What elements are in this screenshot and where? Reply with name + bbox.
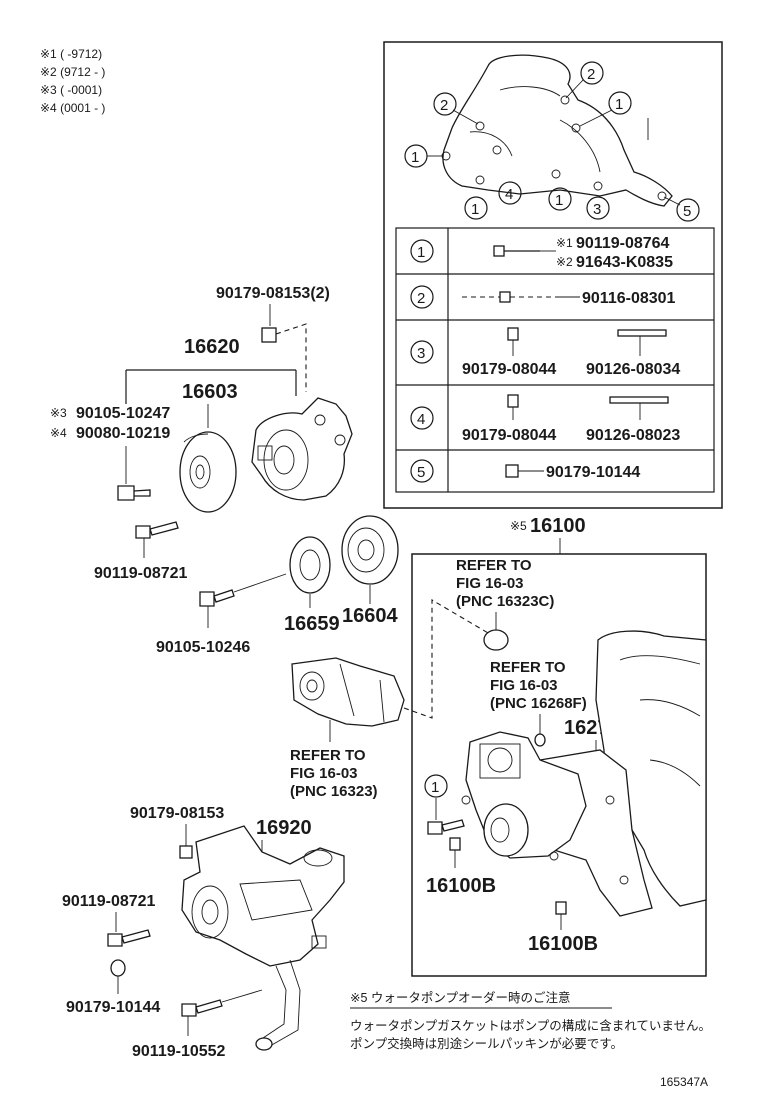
pulley-drawing bbox=[179, 431, 237, 513]
svg-text:※2: ※2 bbox=[556, 255, 573, 269]
date-notes: ※1 ( -9712) ※2 (9712 - ) ※3 ( -0001) ※4 … bbox=[40, 47, 105, 115]
svg-text:4: 4 bbox=[417, 411, 425, 428]
table-row: 3 90179-08044 90126-08034 bbox=[410, 327, 680, 378]
svg-text:90119-08764: 90119-08764 bbox=[576, 235, 670, 252]
svg-text:※2 (9712 - ): ※2 (9712 - ) bbox=[40, 65, 105, 79]
bolt-icon bbox=[427, 819, 465, 835]
svg-text:REFER TO: REFER TO bbox=[490, 659, 566, 676]
stud-icon bbox=[449, 837, 461, 851]
svg-text:90126-08034: 90126-08034 bbox=[586, 361, 680, 378]
svg-text:(PNC 16323): (PNC 16323) bbox=[290, 783, 378, 800]
svg-text:REFER TO: REFER TO bbox=[456, 557, 532, 574]
svg-text:2: 2 bbox=[587, 66, 595, 83]
svg-text:(PNC 16268F): (PNC 16268F) bbox=[490, 695, 587, 712]
svg-text:1: 1 bbox=[431, 779, 439, 796]
order-caution-note: ※5 ウォータポンプオーダー時のご注意 ウォータポンプガスケットはポンプの構成に… bbox=[350, 990, 711, 1051]
nut-icon bbox=[110, 959, 126, 977]
svg-text:※3: ※3 bbox=[50, 406, 67, 420]
svg-text:16603: 16603 bbox=[182, 381, 238, 403]
svg-text:(PNC 16323C): (PNC 16323C) bbox=[456, 593, 554, 610]
inset-box: 2 2 1 1 4 1 3 5 1 1 bbox=[383, 41, 723, 509]
svg-text:90179-08044: 90179-08044 bbox=[462, 361, 556, 378]
svg-text:※5: ※5 bbox=[510, 519, 527, 533]
svg-text:16100: 16100 bbox=[530, 515, 586, 537]
svg-text:90179-10144: 90179-10144 bbox=[546, 464, 640, 481]
svg-text:FIG 16-03: FIG 16-03 bbox=[290, 765, 358, 782]
svg-text:16620: 16620 bbox=[184, 336, 240, 358]
svg-text:90126-08023: 90126-08023 bbox=[586, 427, 680, 444]
svg-text:1: 1 bbox=[615, 96, 623, 113]
svg-text:90080-10219: 90080-10219 bbox=[76, 425, 170, 442]
bolt-icon bbox=[135, 521, 179, 539]
bypass-housing-drawing bbox=[181, 825, 345, 967]
svg-text:1: 1 bbox=[555, 192, 563, 209]
svg-text:3: 3 bbox=[593, 201, 601, 218]
nut-icon bbox=[179, 845, 193, 859]
svg-text:FIG 16-03: FIG 16-03 bbox=[490, 677, 558, 694]
svg-text:90179-08153: 90179-08153 bbox=[130, 805, 224, 822]
svg-text:REFER TO: REFER TO bbox=[290, 747, 366, 764]
bypass-pipe-assembly: 90179-08153 16920 90119-08721 90179-1014… bbox=[62, 805, 345, 1060]
table-row: 4 90179-08044 90126-08023 bbox=[410, 394, 680, 444]
svg-text:1: 1 bbox=[471, 201, 479, 218]
svg-text:90119-08721: 90119-08721 bbox=[94, 565, 188, 582]
svg-text:※4: ※4 bbox=[50, 426, 67, 440]
svg-text:5: 5 bbox=[683, 203, 691, 220]
seal-pulley-parts: 16659 16604 90105-10246 bbox=[156, 515, 399, 656]
svg-text:16100B: 16100B bbox=[528, 933, 598, 955]
pump-housing-part: REFER TO FIG 16-03 (PNC 16323) bbox=[290, 599, 501, 800]
table-row: 5 90179-10144 bbox=[410, 459, 640, 483]
svg-text:90179-08044: 90179-08044 bbox=[462, 427, 556, 444]
pulley-bracket-assembly: 90179-08153(2) 16620 16603 ※3 90105-1024… bbox=[50, 285, 353, 582]
bolt-icon bbox=[107, 929, 151, 947]
svg-text:※4 (0001 - ): ※4 (0001 - ) bbox=[40, 101, 105, 115]
svg-text:2: 2 bbox=[417, 290, 425, 307]
svg-text:90179-10144: 90179-10144 bbox=[66, 999, 160, 1016]
timing-cover-drawing bbox=[441, 54, 673, 207]
svg-text:16604: 16604 bbox=[342, 605, 398, 627]
water-pump-box: ※5 16100 REFER TO FIG 16-03 (PNC 16323C)… bbox=[411, 515, 707, 977]
svg-text:※5 ウォータポンプオーダー時のご注意: ※5 ウォータポンプオーダー時のご注意 bbox=[350, 990, 571, 1005]
svg-text:16100B: 16100B bbox=[426, 875, 496, 897]
svg-text:ウォータポンプガスケットはポンプの構成に含まれていません。: ウォータポンプガスケットはポンプの構成に含まれていません。 bbox=[350, 1018, 711, 1033]
svg-text:※1 ( -9712): ※1 ( -9712) bbox=[40, 47, 102, 61]
svg-text:90116-08301: 90116-08301 bbox=[582, 290, 676, 307]
svg-text:90105-10246: 90105-10246 bbox=[156, 639, 250, 656]
svg-text:FIG 16-03: FIG 16-03 bbox=[456, 575, 524, 592]
svg-text:※3 ( -0001): ※3 ( -0001) bbox=[40, 83, 102, 97]
fastener-table: 1 ※1 90119-08764 ※2 91643-K0835 2 90116-… bbox=[395, 227, 715, 493]
inset-frame bbox=[383, 41, 723, 509]
seal-drawing bbox=[289, 536, 331, 594]
svg-text:90119-10552: 90119-10552 bbox=[132, 1043, 226, 1060]
bolt-icon bbox=[199, 589, 235, 607]
crank-pulley-drawing bbox=[341, 515, 399, 585]
table-row: 1 ※1 90119-08764 ※2 91643-K0835 bbox=[410, 235, 673, 271]
svg-text:※1: ※1 bbox=[556, 236, 573, 250]
svg-text:2: 2 bbox=[440, 97, 448, 114]
svg-text:90119-08721: 90119-08721 bbox=[62, 893, 156, 910]
stud-icon bbox=[555, 901, 567, 915]
bolt-icon bbox=[181, 999, 223, 1017]
svg-text:ポンプ交換時は別途シールパッキンが必要です。: ポンプ交換時は別途シールパッキンが必要です。 bbox=[350, 1036, 623, 1051]
figure-id: 165347A bbox=[660, 1075, 708, 1089]
svg-text:91643-K0835: 91643-K0835 bbox=[576, 254, 673, 271]
table-row: 2 90116-08301 bbox=[410, 285, 676, 309]
water-pump-frame bbox=[411, 553, 707, 977]
svg-text:90179-08153(2): 90179-08153(2) bbox=[216, 285, 330, 302]
svg-text:5: 5 bbox=[417, 464, 425, 481]
svg-text:3: 3 bbox=[417, 345, 425, 362]
inset-callouts: 2 2 1 1 4 1 3 5 1 bbox=[404, 61, 700, 222]
svg-text:16659: 16659 bbox=[284, 613, 340, 635]
svg-text:1: 1 bbox=[411, 149, 419, 166]
svg-text:4: 4 bbox=[505, 186, 513, 203]
svg-text:90105-10247: 90105-10247 bbox=[76, 405, 170, 422]
svg-text:16920: 16920 bbox=[256, 817, 312, 839]
idler-bracket-drawing bbox=[251, 397, 353, 501]
svg-text:1: 1 bbox=[417, 244, 425, 261]
bolt-icon bbox=[117, 485, 151, 501]
nut-icon bbox=[261, 327, 277, 343]
